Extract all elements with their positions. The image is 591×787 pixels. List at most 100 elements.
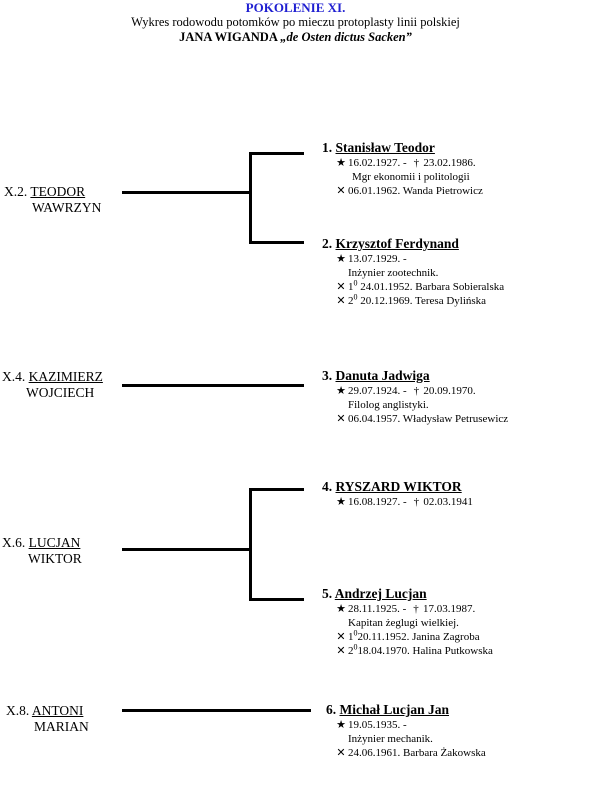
birth-date: 16.08.1927. - <box>348 496 410 508</box>
birth-star-icon: ★ <box>336 719 346 731</box>
child-number: 5. <box>322 586 333 601</box>
parent-number: X.8. <box>6 703 30 718</box>
founder-line: JANA WIGANDA „de Osten dictus Sacken” <box>0 30 591 44</box>
child-name-row: 6. Michał Lucjan Jan <box>326 702 486 718</box>
marriage-text: 24.01.1952. Barbara Sobieralska <box>357 281 505 293</box>
death-cross-icon: † <box>413 496 420 508</box>
founder-name: JANA WIGANDA <box>179 30 278 44</box>
marriage: ✕20 20.12.1969. Teresa Dylińska <box>322 292 504 308</box>
child-name-row: 1. Stanisław Teodor <box>322 140 483 156</box>
birth-date: 29.07.1924. - <box>348 385 410 397</box>
death-cross-icon: † <box>413 603 419 615</box>
marriage: ✕10 24.01.1952. Barbara Sobieralska <box>322 278 505 294</box>
profession: Filolog anglistyki. <box>348 399 429 411</box>
life-dates: ★28.11.1925. - †17.03.1987. <box>322 602 493 616</box>
connector-x6-stem <box>122 548 251 551</box>
marriage-text: 18.04.1970. Halina Putkowska <box>357 645 493 657</box>
parent-x6: X.6. LUCJAN WIKTOR <box>2 535 82 567</box>
birth-star-icon: ★ <box>336 157 346 169</box>
parent-first-name: LUCJAN <box>28 535 81 550</box>
child-number: 4. <box>322 479 333 494</box>
marriage-icon: ✕ <box>336 645 346 657</box>
birth-date: 13.07.1929. - <box>348 253 407 265</box>
birth-star-icon: ★ <box>336 385 346 397</box>
child-name: Danuta Jadwiga <box>335 368 430 383</box>
founder-epithet: „de Osten dictus Sacken” <box>280 30 412 44</box>
marriage: ✕06.01.1962. Wanda Pietrowicz <box>322 184 483 198</box>
birth-star-icon: ★ <box>336 253 346 265</box>
parent-second-name: WIKTOR <box>28 551 82 566</box>
parent-second-name: WAWRZYN <box>32 200 102 215</box>
parent-number: X.6. <box>2 535 26 550</box>
death-cross-icon: † <box>413 157 420 169</box>
marriage-icon: ✕ <box>336 185 346 197</box>
marriage-text: 06.01.1962. Wanda Pietrowicz <box>348 185 483 197</box>
marriage-icon: ✕ <box>336 413 346 425</box>
child-2: 2. Krzysztof Ferdynand ★13.07.1929. - In… <box>322 236 504 308</box>
child-5: 5. Andrzej Lucjan ★28.11.1925. - †17.03.… <box>322 586 493 658</box>
marriage-icon: ✕ <box>336 281 346 293</box>
parent-x8: X.8. ANTONI MARIAN <box>6 703 89 735</box>
parent-first-name: KAZIMIERZ <box>28 369 103 384</box>
profession: Inżynier mechanik. <box>348 733 433 745</box>
parent-second-name: WOJCIECH <box>26 385 95 400</box>
parent-number: X.2. <box>4 184 28 199</box>
profession: Mgr ekonomii i politologii <box>352 171 470 183</box>
birth-date: 16.02.1927. - <box>348 157 410 169</box>
connector-x8 <box>122 709 311 712</box>
marriage: ✕2018.04.1970. Halina Putkowska <box>322 643 493 658</box>
child-number: 3. <box>322 368 333 383</box>
birth-star-icon: ★ <box>336 496 346 508</box>
life-dates: ★16.08.1927. - †02.03.1941 <box>322 495 473 509</box>
connector-x6-branch-2 <box>249 598 304 601</box>
marriage-icon: ✕ <box>336 631 346 643</box>
life-dates: ★16.02.1927. - †23.02.1986. <box>322 156 483 170</box>
marriage-text: 20.12.1969. Teresa Dylińska <box>357 295 487 307</box>
page-subtitle: Wykres rodowodu potomków po mieczu proto… <box>131 15 460 29</box>
marriage-order-sup: 0 <box>353 292 358 302</box>
connector-x2-branch-2 <box>249 241 304 244</box>
marriage-text: 24.06.1961. Barbara Żakowska <box>348 747 486 759</box>
birth-star-icon: ★ <box>336 603 346 615</box>
child-name: RYSZARD WIKTOR <box>335 479 462 494</box>
child-1: 1. Stanisław Teodor ★16.02.1927. - †23.0… <box>322 140 483 198</box>
child-number: 1. <box>322 140 333 155</box>
child-6: 6. Michał Lucjan Jan ★19.05.1935. - Inży… <box>326 702 486 760</box>
child-name: Krzysztof Ferdynand <box>335 236 459 251</box>
child-name: Stanisław Teodor <box>335 140 435 155</box>
birth-date: 19.05.1935. - <box>348 719 407 731</box>
child-name-row: 5. Andrzej Lucjan <box>322 586 493 602</box>
connector-x6-branch-1 <box>249 488 304 491</box>
parent-number: X.4. <box>2 369 26 384</box>
connector-x2-branch-1 <box>249 152 304 155</box>
death-date: 17.03.1987. <box>423 603 476 615</box>
child-name: Andrzej Lucjan <box>334 586 427 601</box>
marriage-order: 1 <box>348 281 354 293</box>
death-date: 02.03.1941 <box>423 496 473 508</box>
parent-first-name: ANTONI <box>31 703 84 718</box>
marriage-icon: ✕ <box>336 295 346 307</box>
marriage: ✕24.06.1961. Barbara Żakowska <box>326 746 486 760</box>
marriage-icon: ✕ <box>336 747 346 759</box>
marriage-text: 06.04.1957. Władysław Petrusewicz <box>348 413 509 425</box>
death-cross-icon: † <box>413 385 420 397</box>
child-name: Michał Lucjan Jan <box>339 702 450 717</box>
child-4: 4. RYSZARD WIKTOR ★16.08.1927. - †02.03.… <box>322 479 473 509</box>
marriage-order: 2 <box>348 295 354 307</box>
life-dates: ★13.07.1929. - <box>322 252 504 266</box>
child-number: 2. <box>322 236 333 251</box>
parent-x2: X.2. TEODOR WAWRZYN <box>4 184 101 216</box>
profession: Inżynier zootechnik. <box>348 267 439 279</box>
connector-x2-vertical <box>249 152 252 244</box>
death-date: 20.09.1970. <box>423 385 476 397</box>
marriage-order: 1 <box>348 631 354 643</box>
marriage: ✕06.04.1957. Władysław Petrusewicz <box>322 412 508 426</box>
parent-second-name: MARIAN <box>34 719 89 734</box>
child-name-row: 2. Krzysztof Ferdynand <box>322 236 504 252</box>
child-name-row: 4. RYSZARD WIKTOR <box>322 479 473 495</box>
marriage-order-sup: 0 <box>353 278 358 288</box>
life-dates: ★29.07.1924. - †20.09.1970. <box>322 384 508 398</box>
death-date: 23.02.1986. <box>423 157 476 169</box>
parent-first-name: TEODOR <box>30 184 86 199</box>
marriage: ✕1020.11.1952. Janina Zagroba <box>322 629 493 644</box>
